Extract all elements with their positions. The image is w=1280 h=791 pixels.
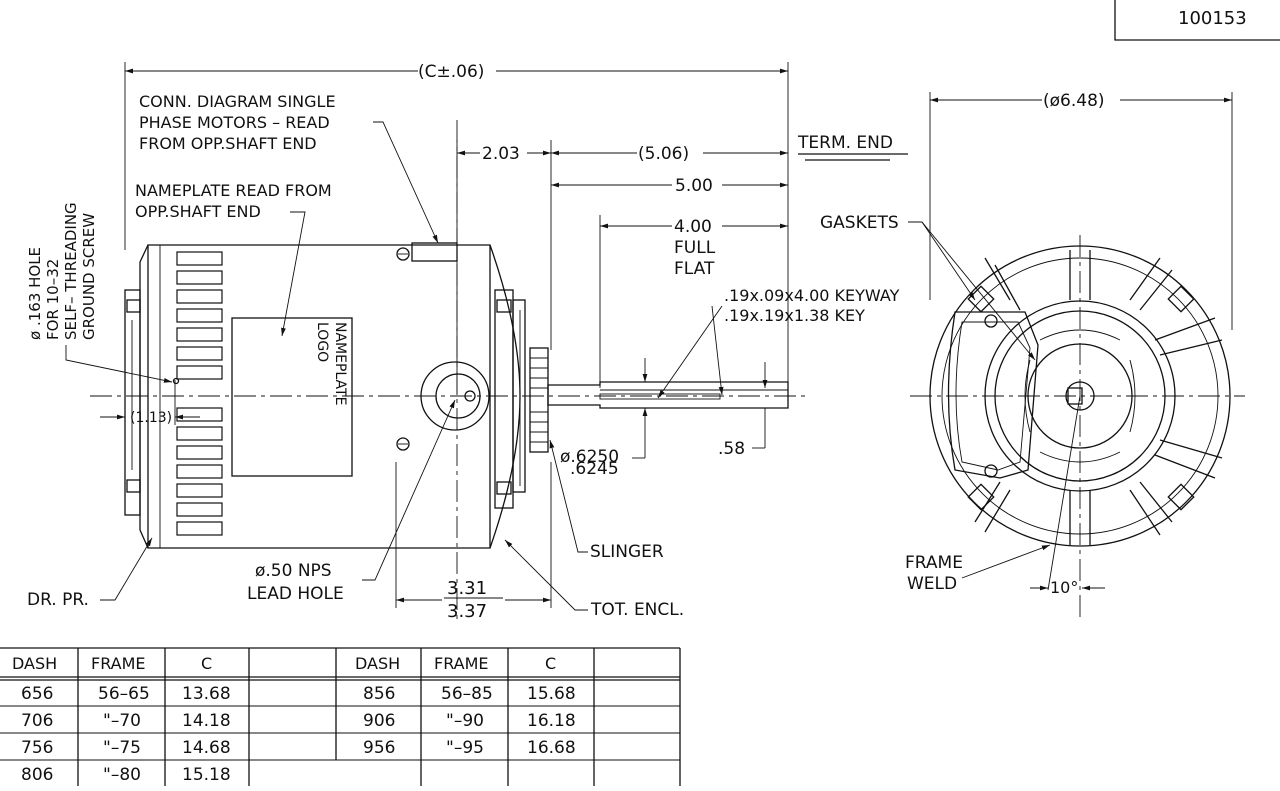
cell: 906	[363, 711, 395, 731]
cell: "–70	[103, 711, 141, 731]
shaft-dia-1: ø.6250	[560, 447, 619, 467]
cell: 14.68	[182, 738, 231, 758]
cell: 56–65	[98, 684, 150, 704]
conn-note-1: CONN. DIAGRAM SINGLE	[139, 92, 336, 111]
dim-overall-c: (C±.06)	[418, 62, 484, 82]
cell: 956	[363, 738, 395, 758]
cell: 806	[21, 765, 53, 785]
th-c-2: C	[545, 654, 556, 673]
cell: 15.68	[527, 684, 576, 704]
flat-label: FLAT	[674, 259, 715, 279]
dim-5-00: 5.00	[675, 176, 713, 196]
dim-3-37: 3.37	[447, 601, 487, 622]
cell: 706	[21, 711, 53, 731]
lead-hole-1: ø.50 NPS	[255, 561, 332, 581]
th-frame-2: FRAME	[434, 654, 489, 673]
dim-2-03: 2.03	[482, 144, 520, 164]
cell: "–95	[446, 738, 484, 758]
dim-4-00: 4.00	[674, 217, 712, 237]
cell: 656	[21, 684, 53, 704]
th-frame-1: FRAME	[91, 654, 146, 673]
cell: 15.18	[182, 765, 231, 785]
nameplate	[231, 317, 353, 477]
nameplate-note-1: NAMEPLATE READ FROM	[135, 181, 332, 200]
hole-note-1: ø .163 HOLE	[26, 247, 44, 340]
lead-hole-2: LEAD HOLE	[247, 584, 344, 604]
angle-10: 10°	[1050, 578, 1078, 597]
key-label: .19x.19x1.38 KEY	[724, 306, 865, 325]
cell: 16.68	[527, 738, 576, 758]
dash-frame-table: DASH FRAME C DASH FRAME C 656 56–65 13.6…	[0, 647, 681, 786]
nameplate-label: NAMEPLATE	[332, 322, 348, 405]
cell: 756	[21, 738, 53, 758]
cell: "–75	[103, 738, 141, 758]
th-c-1: C	[201, 654, 212, 673]
frame-weld-1: FRAME	[905, 553, 963, 573]
term-end-label: TERM. END	[797, 133, 893, 153]
hole-note-4: GROUND SCREW	[80, 213, 98, 340]
hole-note-2: FOR 10–32	[44, 259, 62, 340]
title-block: 100153	[1114, 0, 1280, 41]
dim-3-31: 3.31	[447, 578, 487, 599]
dim-5-06: (5.06)	[638, 144, 689, 164]
th-dash-1: DASH	[12, 654, 57, 673]
tot-encl-label: TOT. ENCL.	[590, 600, 684, 620]
keyway-label: .19x.09x4.00 KEYWAY	[724, 286, 900, 305]
cell: 13.68	[182, 684, 231, 704]
th-dash-2: DASH	[355, 654, 400, 673]
slinger-label: SLINGER	[590, 542, 664, 562]
end-view: (ø6.48)	[820, 91, 1245, 620]
dr-pr-label: DR. PR.	[27, 590, 89, 610]
side-view: (C±.06) 2.03 (5.06) 5.00 4.00 FULL FLAT …	[26, 62, 908, 622]
dim-0-58: .58	[718, 439, 745, 459]
cell: 856	[363, 684, 395, 704]
cell: 16.18	[527, 711, 576, 731]
cell: 56–85	[441, 684, 493, 704]
cell: 14.18	[182, 711, 231, 731]
end-bell-ribs	[974, 250, 1223, 545]
nameplate-note-2: OPP.SHAFT END	[135, 202, 261, 221]
drawing-number: 100153	[1178, 8, 1247, 29]
conn-note-2: PHASE MOTORS – READ	[139, 113, 330, 132]
cooling-fins	[176, 251, 223, 536]
frame-weld-2: WELD	[907, 574, 957, 594]
dim-1-13: (1.13)	[130, 410, 172, 426]
conn-note-3: FROM OPP.SHAFT END	[139, 134, 317, 153]
dim-dia-6-48: (ø6.48)	[1043, 91, 1105, 111]
hole-note-3: SELF– THREADING	[62, 202, 80, 340]
cell: "–90	[446, 711, 484, 731]
logo-label: LOGO	[314, 322, 330, 362]
cell: "–80	[103, 765, 141, 785]
full-label: FULL	[674, 238, 716, 258]
gaskets-label: GASKETS	[820, 213, 899, 233]
shaft-dia-2: .6245	[570, 459, 619, 479]
